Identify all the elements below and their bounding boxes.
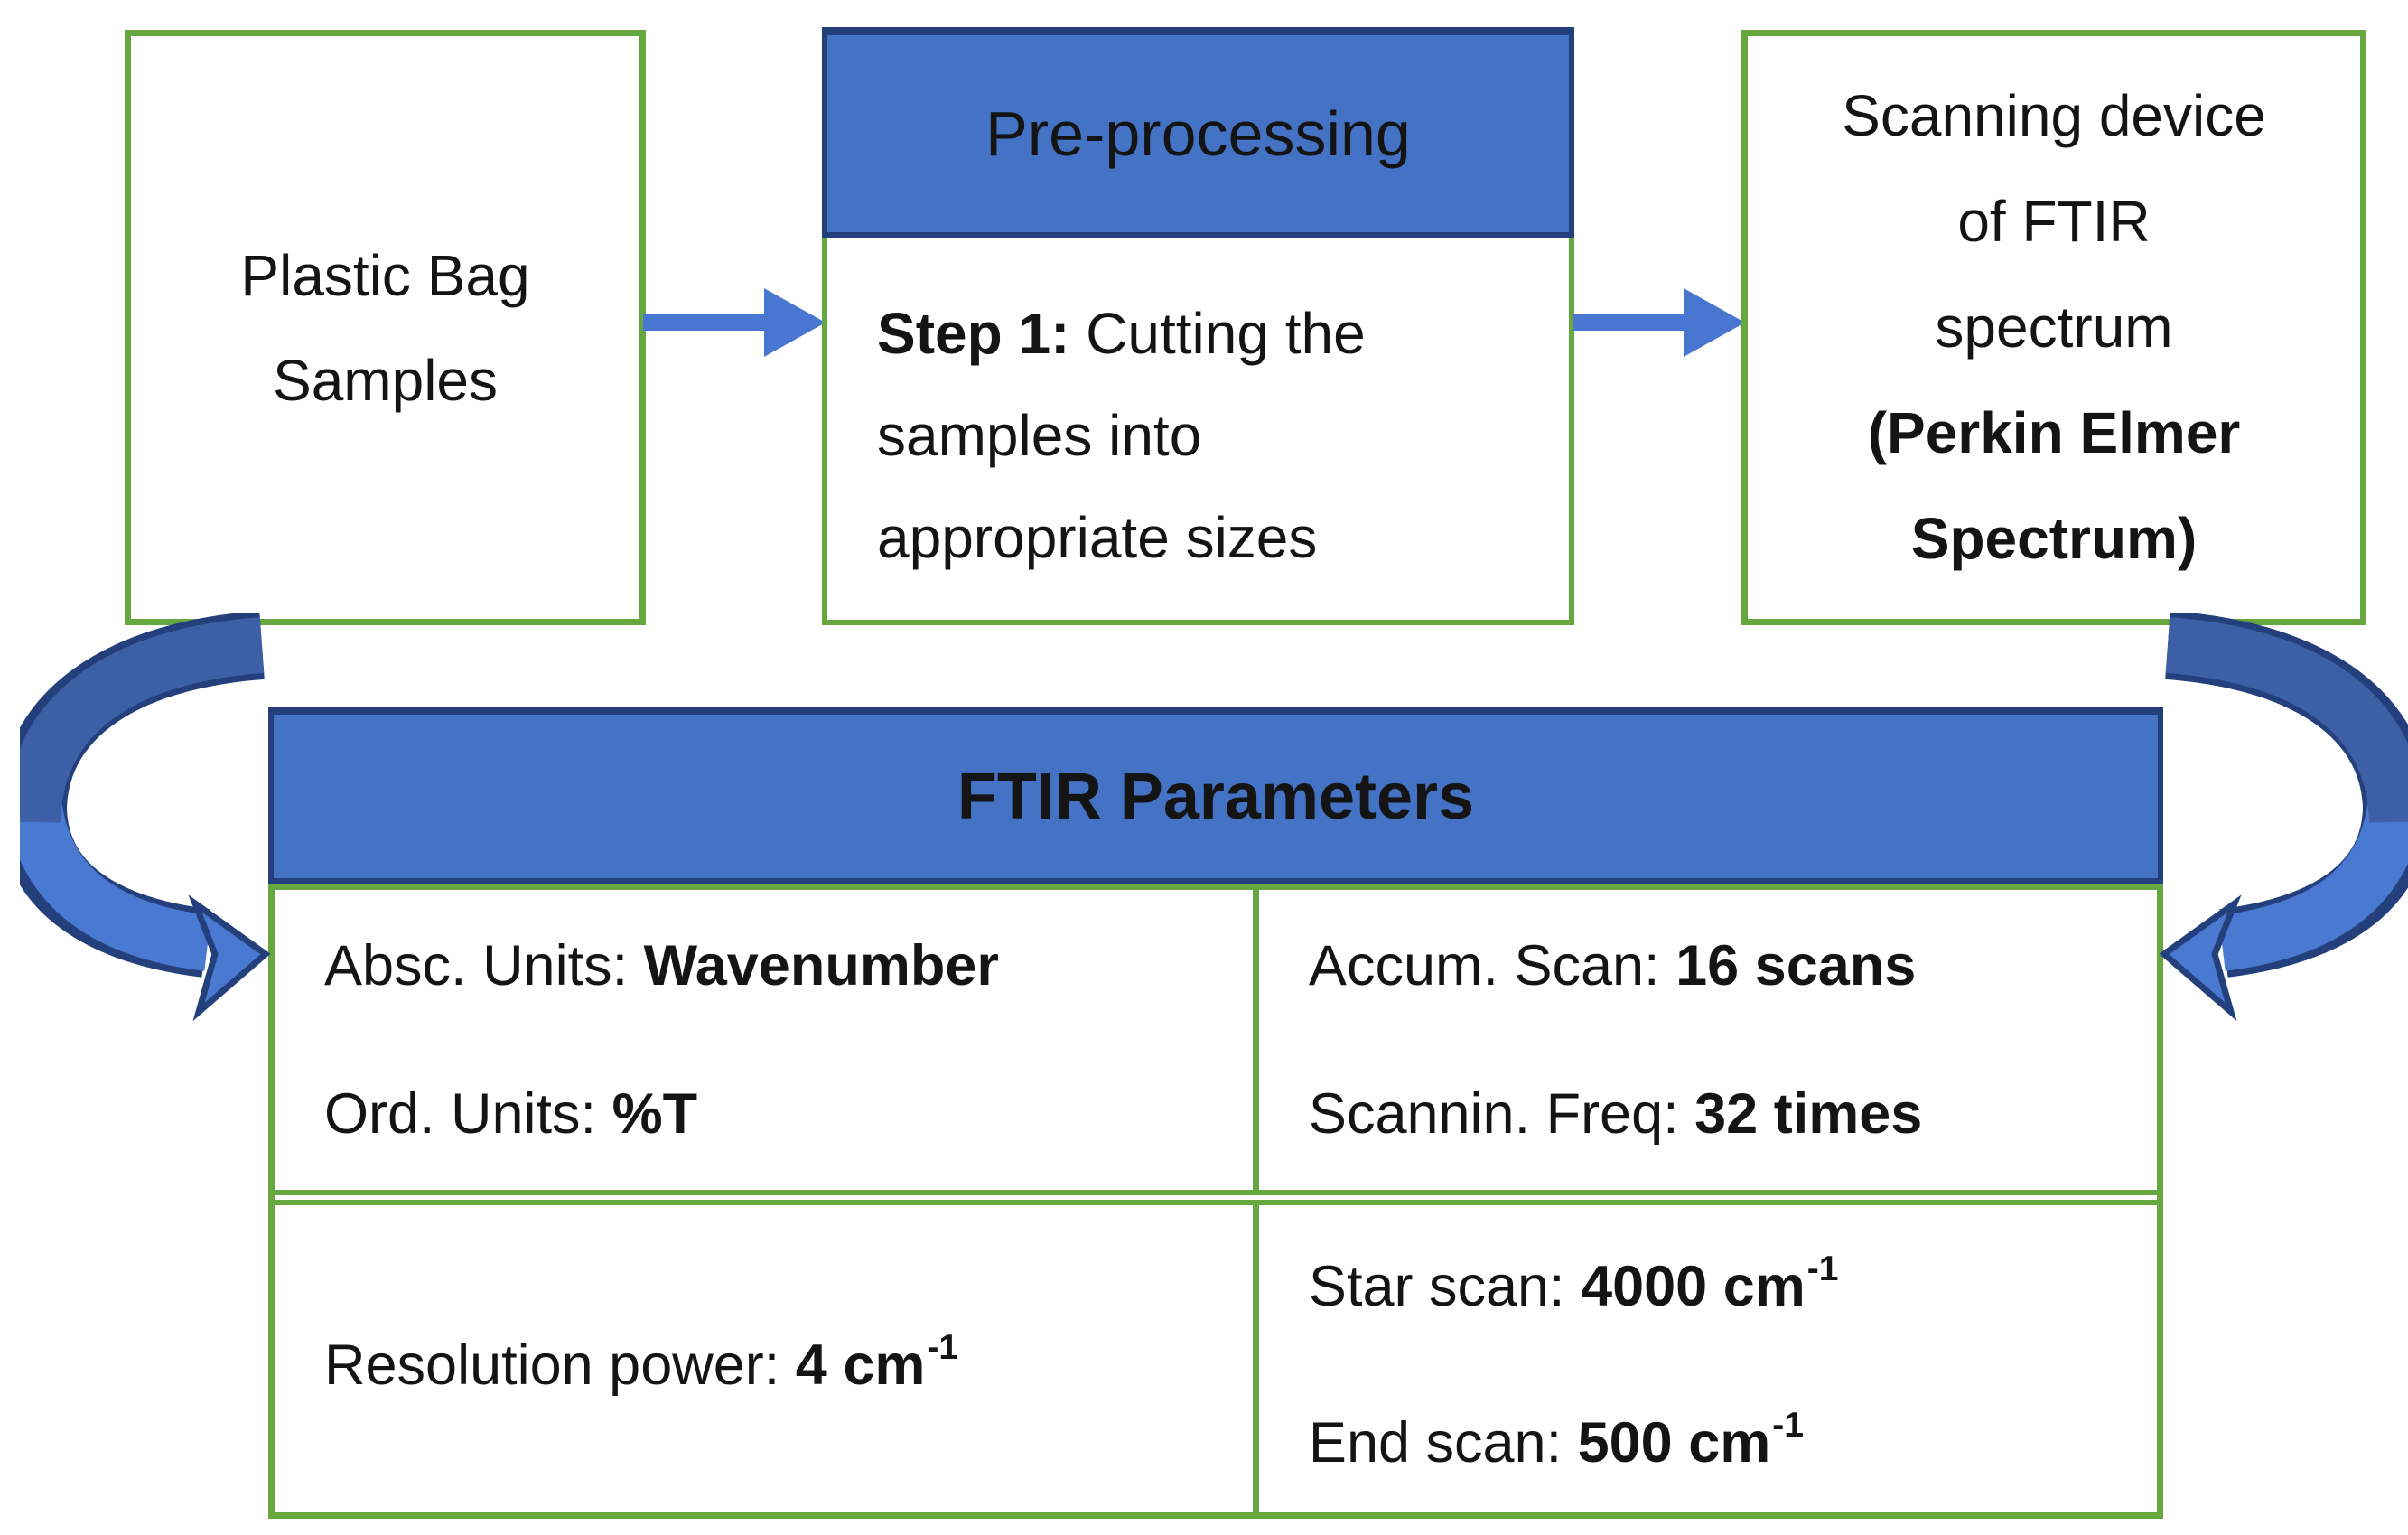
ftir-parameters-header: FTIR Parameters: [268, 707, 2163, 884]
resolution-power: Resolution power: 4 cm-1: [324, 1327, 959, 1397]
preprocessing-header: Pre-processing: [822, 27, 1574, 238]
preprocessing-step-line2: samples into: [877, 403, 1202, 468]
cell-scans: Accum. Scan: 16 scans Scannin. Freq: 32 …: [1259, 890, 2157, 1190]
plastic-bag-samples-box: Plastic Bag Samples: [125, 30, 646, 625]
cell-units: Absc. Units: Wavenumber Ord. Units: %T: [275, 890, 1259, 1190]
end-scan: End scan: 500 cm-1: [1308, 1406, 1805, 1474]
flow-arrow-right-2-icon: [1573, 288, 1745, 357]
preprocessing-step-line1: Step 1: Cutting the: [877, 301, 1366, 366]
table-row-units: Absc. Units: Wavenumber Ord. Units: %T A…: [275, 890, 2157, 1195]
scanner-line3: spectrum: [1935, 295, 2173, 360]
scanner-line2: of FTIR: [1957, 189, 2151, 254]
curved-arrow-right-icon: [2159, 613, 2408, 1022]
curved-arrow-left-icon: [20, 613, 271, 1022]
preprocessing-body: Step 1: Cutting the samples into appropr…: [822, 238, 1574, 625]
start-scan: Star scan: 4000 cm-1: [1308, 1250, 1839, 1318]
scanning-device-box: Scanning device of FTIR spectrum (Perkin…: [1741, 30, 2366, 625]
cell-resolution: Resolution power: 4 cm-1: [275, 1205, 1259, 1512]
table-row-resolution-range: Resolution power: 4 cm-1 Star scan: 4000…: [275, 1200, 2157, 1512]
scanning-frequency: Scannin. Freq: 32 times: [1308, 1082, 1923, 1146]
samples-box-line1: Plastic Bag: [240, 242, 530, 308]
scanner-line1: Scanning device: [1842, 83, 2266, 148]
samples-box-line2: Samples: [273, 347, 498, 413]
ordinate-units: Ord. Units: %T: [324, 1082, 698, 1146]
scanner-line4: (Perkin Elmer: [1867, 400, 2241, 465]
preprocessing-step-line3: appropriate sizes: [877, 505, 1318, 570]
preprocessing-box: Pre-processing Step 1: Cutting the sampl…: [822, 27, 1574, 625]
ftir-parameters-table: Absc. Units: Wavenumber Ord. Units: %T A…: [268, 884, 2163, 1519]
abscissa-units: Absc. Units: Wavenumber: [324, 934, 999, 997]
flow-arrow-right-1-icon: [643, 288, 826, 357]
accumulation-scan: Accum. Scan: 16 scans: [1308, 934, 1917, 997]
scanner-line5: Spectrum): [1910, 506, 2198, 571]
cell-scan-range: Star scan: 4000 cm-1 End scan: 500 cm-1: [1259, 1205, 2157, 1512]
